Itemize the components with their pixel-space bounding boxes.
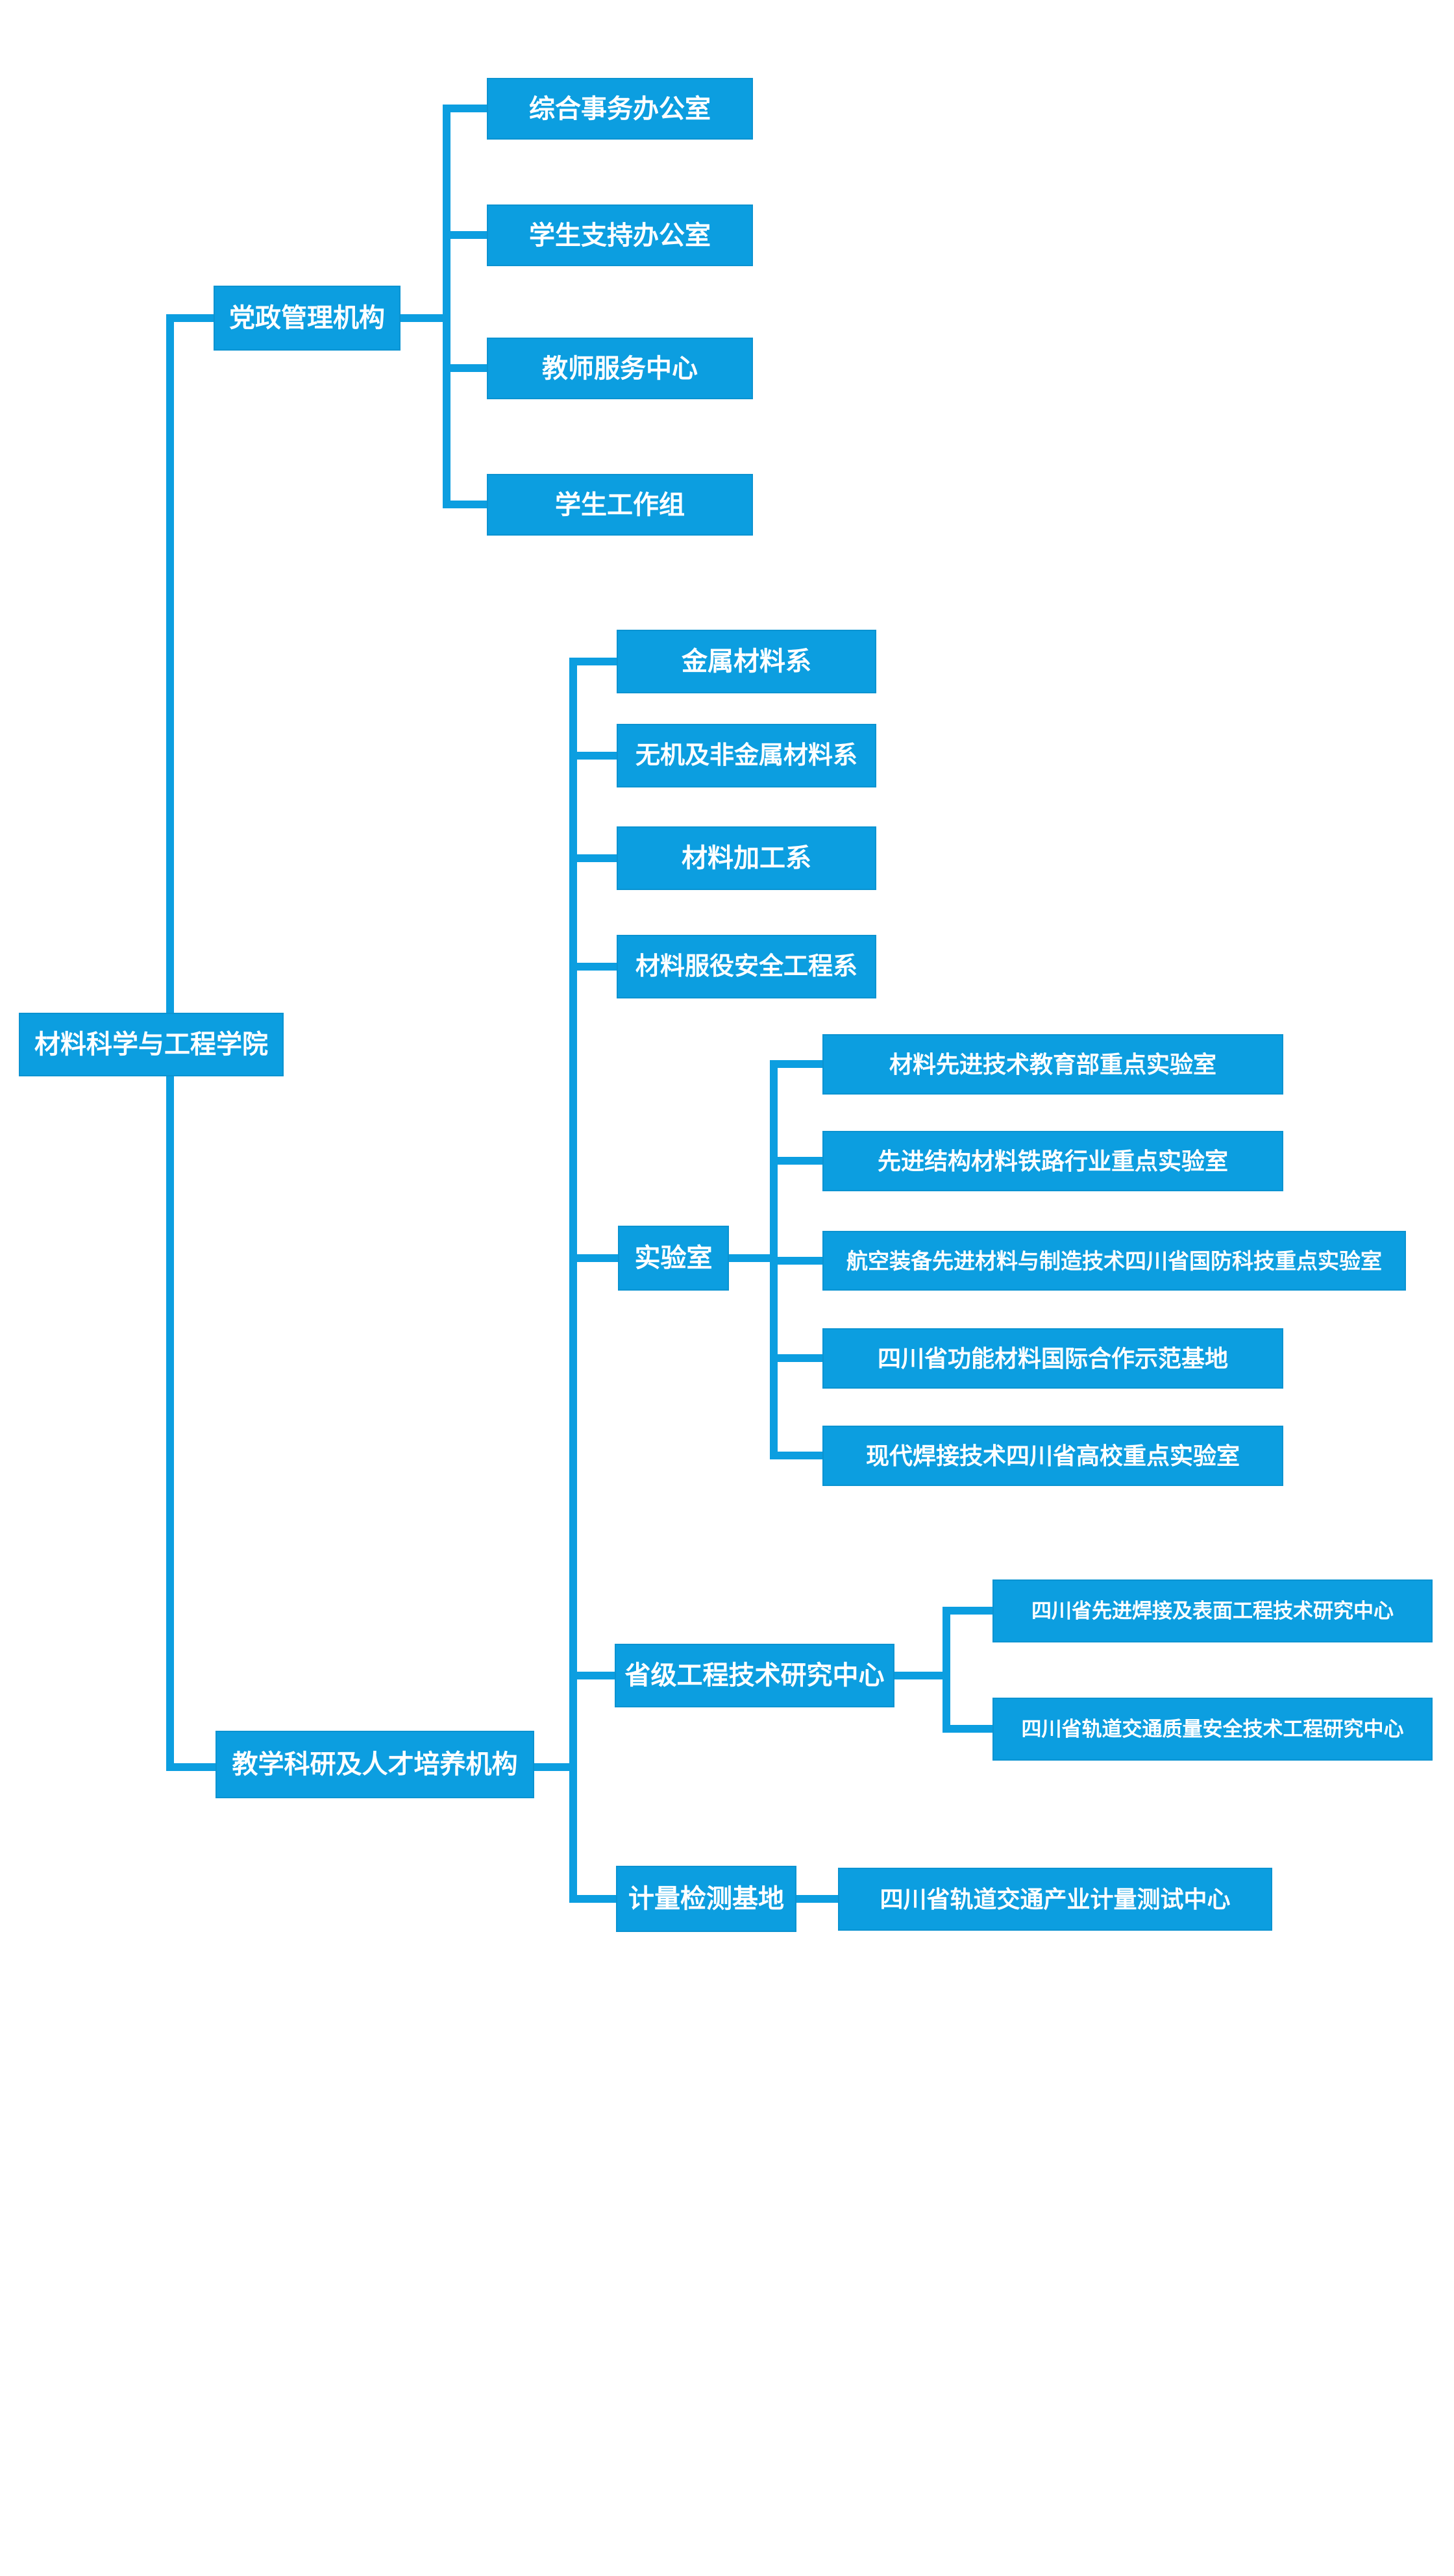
node-teacher-service-center: 教师服务中心: [487, 338, 753, 399]
connector-lab-0: [770, 1060, 822, 1068]
connector-trunk-admin: [166, 314, 214, 322]
connector-admin-out: [400, 314, 450, 322]
connector-centers-in: [569, 1672, 615, 1679]
node-laboratories-hub: 实验室: [618, 1226, 729, 1291]
connector-dept-0: [569, 658, 617, 665]
connector-lab-3: [770, 1354, 822, 1362]
connector-labs-in: [569, 1254, 618, 1262]
node-aviation-defense-key-lab: 航空装备先进材料与制造技术四川省国防科技重点实验室: [822, 1231, 1406, 1291]
node-teaching-research-org: 教学科研及人才培养机构: [216, 1731, 534, 1798]
connector-centers-out: [894, 1672, 950, 1679]
node-rail-transit-metrology-center: 四川省轨道交通产业计量测试中心: [838, 1868, 1272, 1931]
connector-centers-trunk: [943, 1607, 950, 1733]
connector-academic-children-trunk: [569, 658, 577, 1903]
node-moe-key-lab: 材料先进技术教育部重点实验室: [822, 1034, 1283, 1095]
connector-admin-child-3: [443, 501, 487, 508]
node-inorganic-nonmetal-materials-dept: 无机及非金属材料系: [617, 724, 876, 787]
node-provincial-eng-centers-hub: 省级工程技术研究中心: [615, 1644, 894, 1707]
node-general-affairs-office: 综合事务办公室: [487, 78, 753, 140]
node-welding-key-lab: 现代焊接技术四川省高校重点实验室: [822, 1426, 1283, 1486]
connector-lab-4: [770, 1452, 822, 1459]
connector-trunk-academic: [166, 1763, 216, 1771]
node-student-support-office: 学生支持办公室: [487, 204, 753, 266]
node-railway-key-lab: 先进结构材料铁路行业重点实验室: [822, 1131, 1283, 1191]
connector-admin-child-1: [443, 231, 487, 239]
connector-admin-child-2: [443, 364, 487, 372]
connector-lab-1: [770, 1157, 822, 1165]
node-metrology-base-hub: 计量检测基地: [616, 1866, 796, 1932]
connector-admin-children-trunk: [443, 105, 450, 508]
connector-admin-child-0: [443, 105, 487, 112]
node-student-work-group: 学生工作组: [487, 474, 753, 536]
node-materials-service-safety-dept: 材料服役安全工程系: [617, 935, 876, 998]
connector-lab-2: [770, 1257, 822, 1265]
connector-dept-1: [569, 752, 617, 760]
connector-academic-out: [534, 1763, 577, 1771]
connector-center-1: [943, 1725, 992, 1733]
node-rail-transit-quality-center: 四川省轨道交通质量安全技术工程研究中心: [992, 1698, 1433, 1761]
node-metal-materials-dept: 金属材料系: [617, 630, 876, 693]
connector-metrology-in: [569, 1895, 616, 1903]
connector-center-0: [943, 1607, 992, 1615]
connector-dept-3: [569, 963, 617, 971]
connector-metrology-out: [796, 1895, 838, 1903]
node-functional-materials-base: 四川省功能材料国际合作示范基地: [822, 1328, 1283, 1389]
connector-labs-out: [729, 1254, 778, 1262]
connector-dept-2: [569, 854, 617, 862]
node-party-admin-org: 党政管理机构: [214, 286, 400, 351]
node-welding-surface-center: 四川省先进焊接及表面工程技术研究中心: [992, 1579, 1433, 1642]
node-school-of-materials-science: 材料科学与工程学院: [19, 1013, 284, 1076]
node-materials-processing-dept: 材料加工系: [617, 826, 876, 890]
